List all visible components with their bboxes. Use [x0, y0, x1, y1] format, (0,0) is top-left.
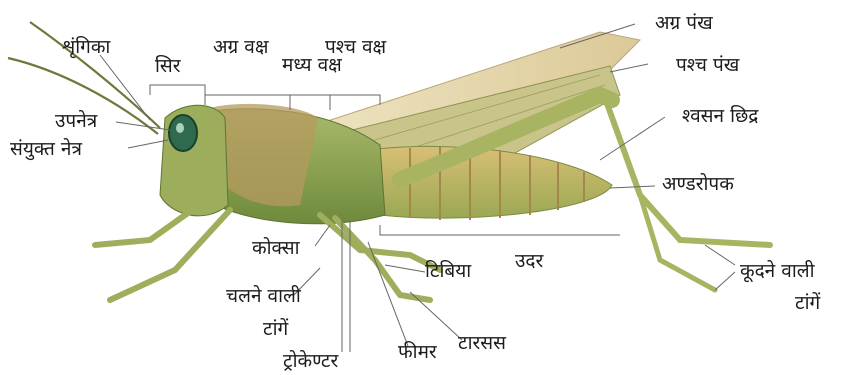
label-walking-legs-line1: चलने वाली: [226, 287, 301, 306]
label-hindwing: पश्च पंख: [676, 56, 739, 75]
label-jumping-legs-line1: कूदने वाली: [740, 262, 815, 281]
label-coxa: कोक्सा: [252, 239, 300, 258]
label-forewing: अग्र पंख: [655, 14, 713, 33]
label-walking-legs-line2: टांगें: [263, 320, 288, 339]
label-trochanter: ट्रोकेण्टर: [283, 352, 338, 371]
label-spiracle: श्वसन छिद्र: [682, 107, 758, 126]
label-femur: फीमर: [398, 343, 437, 362]
label-compound-eye: संयुक्त नेत्र: [10, 140, 82, 159]
label-prothorax: अग्र वक्ष: [213, 38, 268, 57]
label-mesothorax: मध्य वक्ष: [282, 56, 342, 75]
label-tarsus: टारसस: [458, 334, 506, 353]
label-head: सिर: [155, 57, 181, 76]
label-antenna: शृंगिका: [62, 38, 110, 57]
label-tibia: टिबिया: [425, 262, 471, 281]
label-ocellus: उपनेत्र: [55, 112, 97, 131]
label-ovipositor: अण्डरोपक: [662, 175, 734, 194]
label-abdomen: उदर: [515, 252, 543, 271]
compound-eye-shape: [169, 115, 197, 151]
label-jumping-legs-line2: टांगें: [795, 294, 820, 313]
